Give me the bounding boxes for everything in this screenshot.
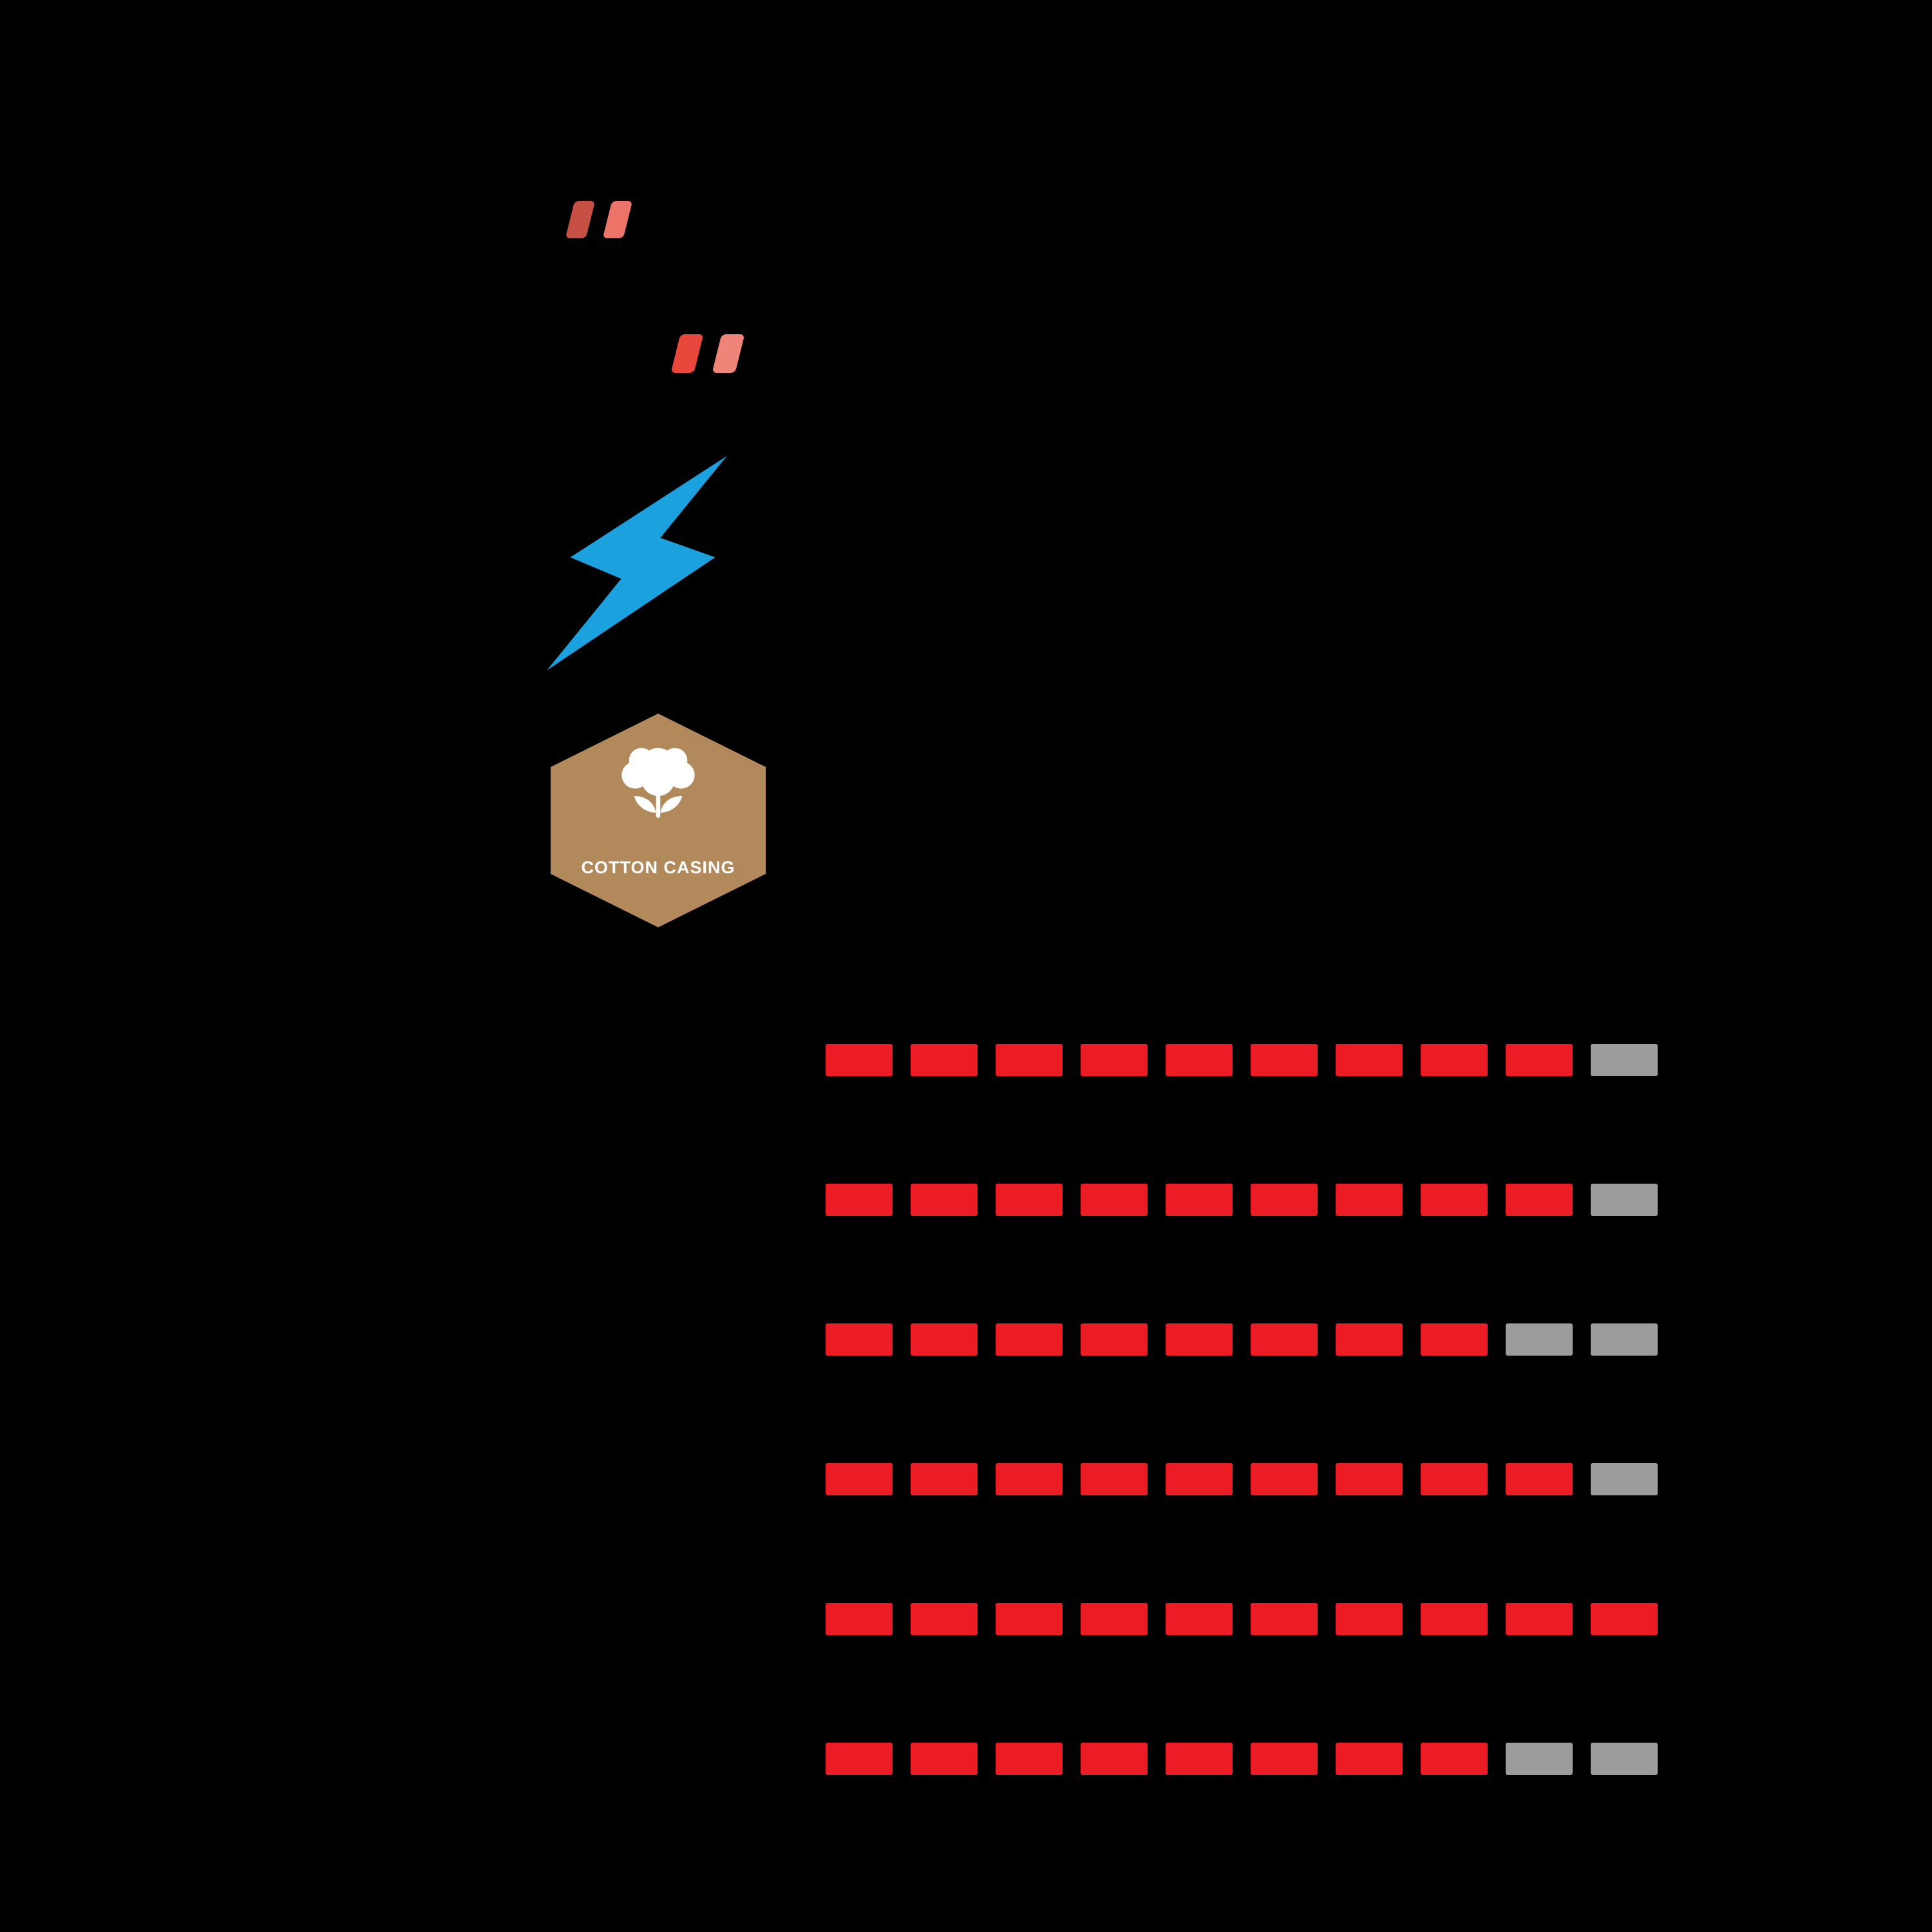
rating-segment: [996, 1463, 1063, 1495]
rating-segment: [826, 1323, 893, 1356]
rating-segment: [1591, 1184, 1658, 1216]
rating-segment: [1166, 1463, 1233, 1495]
rating-segment: [826, 1044, 893, 1076]
steam-dashes-icon: [565, 201, 633, 238]
rating-segment: [911, 1603, 978, 1635]
rating-segment: [1336, 1184, 1403, 1216]
rating-segment: [826, 1463, 893, 1495]
rating-segment: [826, 1184, 893, 1216]
steam-dash-icon: [670, 334, 704, 373]
rating-segment: [1591, 1323, 1658, 1356]
rating-segment: [826, 1743, 893, 1775]
rating-bars: [826, 1044, 1658, 1778]
rating-segment: [1166, 1323, 1233, 1356]
rating-segment: [1421, 1603, 1488, 1635]
rating-segment: [1506, 1044, 1573, 1076]
rating-segment: [1421, 1184, 1488, 1216]
rating-segment: [911, 1044, 978, 1076]
rating-row: [826, 1323, 1658, 1356]
rating-segment: [1421, 1044, 1488, 1076]
rating-segment: [1506, 1463, 1573, 1495]
rating-row: [826, 1044, 1658, 1076]
rating-segment: [1421, 1463, 1488, 1495]
rating-segment: [1081, 1463, 1148, 1495]
rating-segment: [996, 1323, 1063, 1356]
rating-segment: [996, 1743, 1063, 1775]
steam-dashes-icon: [670, 334, 745, 373]
rating-segment: [911, 1463, 978, 1495]
badge-label: COTTON CASING: [581, 858, 735, 877]
cotton-casing-badge: COTTON CASING: [551, 714, 766, 927]
rating-segment: [1591, 1603, 1658, 1635]
rating-segment: [1251, 1184, 1318, 1216]
rating-segment: [1251, 1743, 1318, 1775]
rating-segment: [1251, 1323, 1318, 1356]
rating-segment: [1166, 1743, 1233, 1775]
rating-segment: [996, 1184, 1063, 1216]
rating-row: [826, 1463, 1658, 1495]
steam-dash-icon: [565, 201, 596, 238]
rating-segment: [1166, 1184, 1233, 1216]
rating-segment: [1591, 1743, 1658, 1775]
rating-segment: [1421, 1743, 1488, 1775]
rating-segment: [911, 1323, 978, 1356]
rating-segment: [1336, 1743, 1403, 1775]
rating-segment: [1591, 1044, 1658, 1076]
rating-segment: [1081, 1044, 1148, 1076]
steam-dash-icon: [712, 334, 745, 373]
rating-segment: [911, 1184, 978, 1216]
rating-segment: [826, 1603, 893, 1635]
rating-segment: [996, 1603, 1063, 1635]
rating-segment: [1506, 1184, 1573, 1216]
rating-segment: [1081, 1323, 1148, 1356]
rating-segment: [1336, 1603, 1403, 1635]
rating-segment: [1506, 1603, 1573, 1635]
rating-segment: [1251, 1463, 1318, 1495]
rating-segment: [1166, 1603, 1233, 1635]
lightning-bolt-icon: [543, 456, 739, 670]
rating-segment: [1081, 1603, 1148, 1635]
rating-segment: [1336, 1323, 1403, 1356]
rating-segment: [1336, 1463, 1403, 1495]
steam-dash-icon: [602, 201, 633, 238]
rating-segment: [1591, 1463, 1658, 1495]
rating-segment: [1251, 1044, 1318, 1076]
rating-segment: [1421, 1323, 1488, 1356]
rating-segment: [1506, 1743, 1573, 1775]
rating-segment: [996, 1044, 1063, 1076]
rating-segment: [1336, 1044, 1403, 1076]
rating-segment: [1506, 1323, 1573, 1356]
rating-segment: [1166, 1044, 1233, 1076]
rating-row: [826, 1743, 1658, 1775]
rating-row: [826, 1184, 1658, 1216]
cotton-flower-icon: [606, 735, 710, 840]
rating-segment: [1251, 1603, 1318, 1635]
rating-segment: [911, 1743, 978, 1775]
rating-segment: [1081, 1743, 1148, 1775]
rating-row: [826, 1603, 1658, 1635]
rating-segment: [1081, 1184, 1148, 1216]
